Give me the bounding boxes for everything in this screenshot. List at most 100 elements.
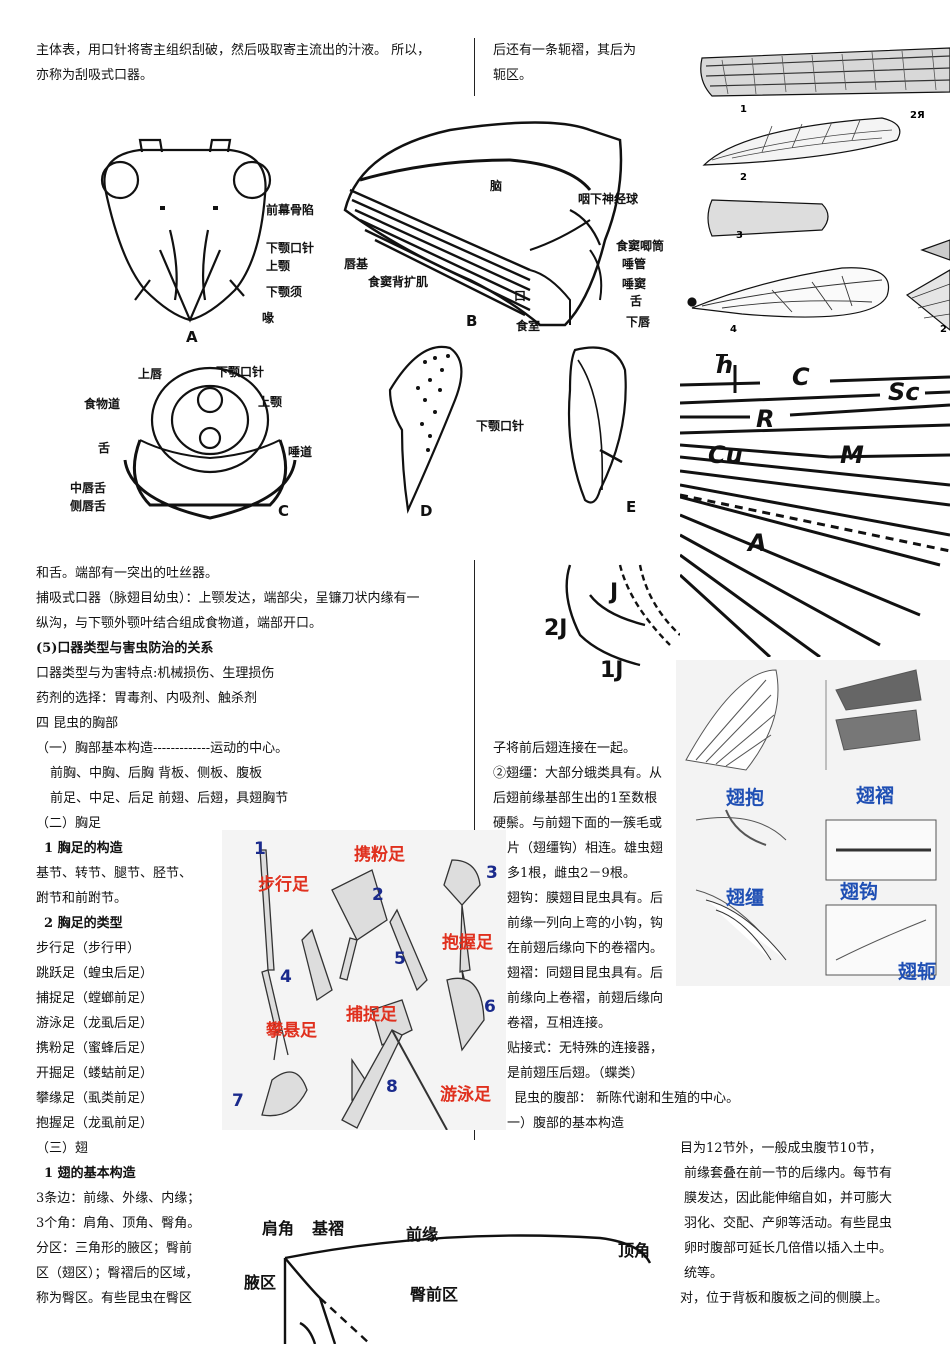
wing-zone-label-costa: 前缘 bbox=[406, 1225, 438, 1244]
text-line: 分区：三角形的腋区；臀前 bbox=[36, 1241, 193, 1256]
wing-coupling-figure: 翅抱 翅褶 翅缰 翅钩 翅轭 bbox=[676, 660, 950, 986]
text-line: 前缘套叠在前一节的后缘内。每节有 bbox=[684, 1166, 893, 1181]
leg-label-clinging: 攀悬足 bbox=[265, 1020, 317, 1041]
text-line: 前缘向上卷褶，前翅后缘向 bbox=[507, 991, 664, 1006]
leg-label-walking: 步行足 bbox=[258, 874, 309, 895]
vein-label-cu: Cu bbox=[708, 441, 743, 469]
jugal-label-1j: 1J bbox=[600, 658, 624, 683]
text-line: 捕捉足（螳螂前足） bbox=[36, 991, 154, 1006]
label-c6: 唾道 bbox=[288, 444, 312, 459]
text-line: 片（翅缰钩）相连。雄虫翅 bbox=[507, 841, 664, 856]
leg-label-pollen: 携粉足 bbox=[354, 844, 405, 865]
text-line: 贴接式：无特殊的连接器， bbox=[507, 1041, 664, 1056]
label-b11: 食室 bbox=[515, 318, 540, 333]
text-line: 开掘足（蝼蛄前足） bbox=[36, 1066, 154, 1081]
text-line: 前足、中足、后足 前翅、后翅，具翅胸节 bbox=[50, 791, 289, 806]
text-line: 卵时腹部可延长几倍借以插入土中。 bbox=[684, 1241, 893, 1256]
text-line: 攀缘足（虱类前足） bbox=[36, 1091, 154, 1106]
vein-label-h: h bbox=[716, 351, 733, 379]
text-line: 膜发达，因此能伸缩自如，并可膨大 bbox=[684, 1191, 893, 1206]
text-line: 在前翅后缘向下的卷褶内。 bbox=[507, 941, 664, 956]
leg-number-8: 8 bbox=[386, 1077, 398, 1097]
figure-letter-c: C bbox=[278, 502, 289, 520]
text-line: 纵沟，与下颚外颚叶结合组成食物道，端部开口。 bbox=[36, 616, 323, 631]
text-line: 称为臀区。有些昆虫在臀区 bbox=[36, 1291, 193, 1306]
label-b8: 唇基 bbox=[344, 256, 369, 271]
mouthparts-figure: 前幕骨陷 下颚口针 上颚 下颚须 喙 脑 咽下神经球 食窦唧筒 唾管 唾窦 舌 … bbox=[30, 100, 680, 555]
text-line: （一）胸部基本构造-------------运动的中心。 bbox=[36, 741, 289, 756]
top-left-line-1: 主体表，用口针将寄主组织刮破，然后吸取寄主流出的汁液。 所以， bbox=[36, 43, 431, 58]
section-heading: (5)口器类型与害虫防治的关系 bbox=[36, 641, 214, 656]
label-b1: 脑 bbox=[489, 178, 502, 193]
wing-zone-label-humeral: 肩角 bbox=[262, 1219, 294, 1238]
top-mid-line-2: 轭区。 bbox=[493, 68, 533, 83]
text-line: 目为12节外，一般成虫腹节10节， bbox=[680, 1141, 883, 1156]
text-line: 基节、转节、腿节、胫节、 bbox=[36, 866, 193, 881]
label-b10: 口 bbox=[514, 289, 526, 303]
wing-zone-label-apex: 顶角 bbox=[618, 1241, 650, 1260]
coupling-label-frenulum: 翅缰 bbox=[726, 886, 764, 909]
label-b2: 咽下神经球 bbox=[578, 191, 639, 206]
text-line: 抱握足（龙虱前足） bbox=[36, 1116, 154, 1131]
jugal-label-j: J bbox=[608, 580, 618, 605]
section-heading: 昆虫的腹部： 新陈代谢和生殖的中心。 bbox=[514, 1091, 740, 1106]
label-a2: 下颚口针 bbox=[266, 240, 314, 255]
text-line: 对，位于背板和腹板之间的侧膜上。 bbox=[680, 1291, 889, 1306]
label-b5: 唾窦 bbox=[622, 276, 646, 291]
text-line: 翅钩：膜翅目昆虫具有。后 bbox=[507, 891, 664, 906]
figure-letter-d: D bbox=[420, 502, 432, 520]
coupling-label-fold: 翅褶 bbox=[856, 784, 894, 807]
column-divider-top bbox=[474, 38, 475, 96]
text-line: 3条边：前缘、外缘、内缘； bbox=[36, 1191, 201, 1206]
text-line: 和舌。端部有一突出的吐丝器。 bbox=[36, 566, 219, 581]
coupling-label-hamuli: 翅钩 bbox=[840, 880, 878, 903]
figure-letter-b: B bbox=[466, 312, 477, 330]
text-line: 翅褶：同翅目昆虫具有。后 bbox=[507, 966, 664, 981]
leg-label-raptorial: 捕捉足 bbox=[346, 1004, 397, 1025]
figure-letter-e: E bbox=[626, 498, 636, 516]
leg-label-swimming: 游泳足 bbox=[440, 1084, 491, 1105]
text-line: 口器类型与为害特点:机械损伤、生理损伤 bbox=[36, 666, 275, 681]
text-line: ②翅缰：大部分蛾类具有。从 bbox=[493, 766, 663, 781]
leg-number-4: 4 bbox=[280, 967, 292, 987]
wing-vein-figure: h C Sc R M Cu A bbox=[680, 345, 950, 657]
text-line: 卷褶，互相连接。 bbox=[507, 1016, 612, 1031]
wing-number-1: 1 bbox=[740, 104, 747, 115]
vein-label-c: C bbox=[792, 363, 810, 391]
text-line: 药剂的选择：胃毒剂、内吸剂、触杀剂 bbox=[36, 691, 258, 706]
label-a5: 喙 bbox=[262, 310, 275, 325]
label-a3: 上颚 bbox=[266, 258, 290, 273]
vein-label-r: R bbox=[756, 405, 774, 433]
label-a4: 下颚须 bbox=[266, 285, 302, 299]
vein-label-m: M bbox=[840, 441, 864, 469]
wing-zone-label-remigium: 臀前区 bbox=[410, 1285, 458, 1304]
text-line: 前缘一列向上弯的小钩，钩 bbox=[507, 916, 664, 931]
leg-number-5: 5 bbox=[394, 949, 406, 969]
subheading: 1 翅的基本构造 bbox=[44, 1166, 136, 1181]
wing-number-4: 4 bbox=[730, 324, 737, 335]
label-b6: 舌 bbox=[630, 293, 642, 308]
leg-label-clasping: 抱握足 bbox=[442, 932, 493, 953]
label-b9: 食窦背扩肌 bbox=[367, 274, 428, 289]
vein-label-a: A bbox=[746, 529, 767, 557]
section-heading: 四 昆虫的胸部 bbox=[36, 716, 119, 731]
wing-zone-label-basal-fold: 基褶 bbox=[311, 1219, 344, 1238]
label-c8: 侧唇舌 bbox=[70, 498, 106, 513]
text-line: 3个角：肩角、顶角、臀角。 bbox=[36, 1216, 201, 1231]
text-line: （三）翅 bbox=[36, 1141, 89, 1156]
text-line: （二）胸足 bbox=[36, 816, 102, 831]
label-c2: 下颚口针 bbox=[216, 364, 264, 379]
text-line: 区（翅区）；臀褶后的区域， bbox=[36, 1266, 199, 1281]
subheading: 1 胸足的构造 bbox=[44, 841, 123, 856]
jugal-figure: J 2J 1J bbox=[530, 555, 681, 695]
text-line: 捕吸式口器（脉翅目幼虫）：上颚发达，端部尖，呈镰刀状内缘有一 bbox=[36, 591, 420, 606]
subheading: 2 胸足的类型 bbox=[44, 916, 123, 931]
coupling-label-jugum: 翅轭 bbox=[898, 960, 936, 983]
leg-number-3: 3 bbox=[486, 863, 498, 883]
vein-label-sc: Sc bbox=[888, 378, 920, 406]
wing-types-figure: 1 2 3 4 2 2Я bbox=[682, 40, 950, 340]
label-b3: 食窦唧筒 bbox=[615, 238, 664, 253]
label-a1: 前幕骨陷 bbox=[266, 202, 314, 217]
leg-types-figure: 步行足 携粉足 抱握足 攀悬足 捕捉足 游泳足 1 2 3 4 5 6 7 8 bbox=[222, 830, 506, 1130]
wing-number-right: 2 bbox=[940, 324, 947, 335]
